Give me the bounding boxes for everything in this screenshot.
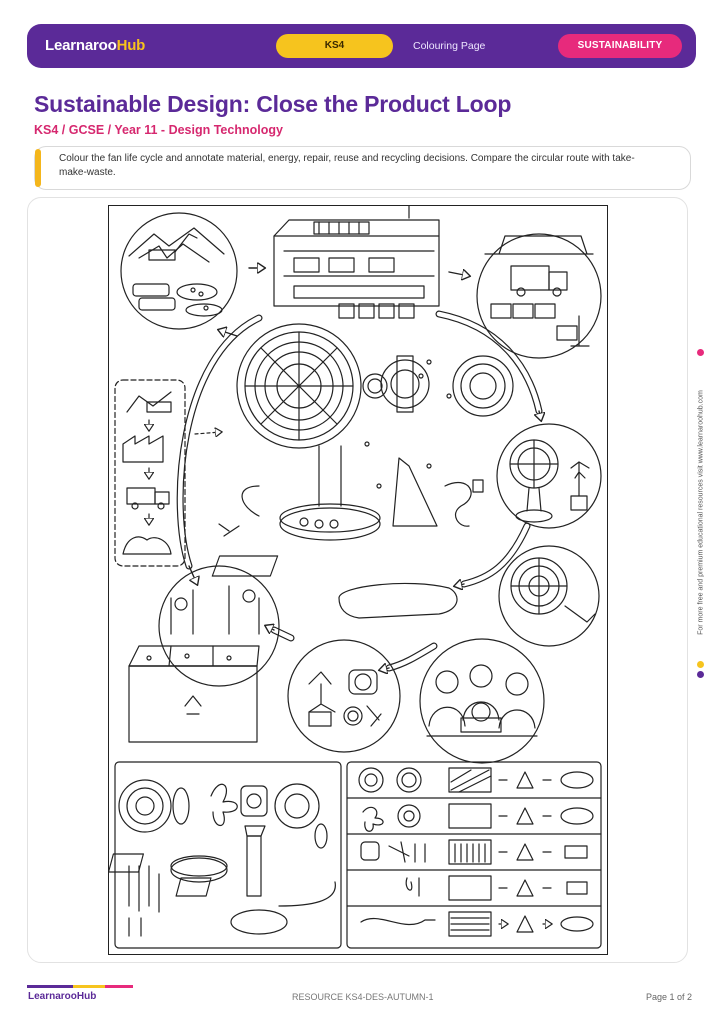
- side-dot-purple: [697, 671, 704, 678]
- side-dot-yellow: [697, 661, 704, 668]
- reuse-scene: [419, 638, 545, 764]
- key-stage-badge: KS4: [276, 34, 393, 58]
- side-dot-pink: [697, 349, 704, 356]
- repair-scene: [498, 545, 600, 647]
- disassembly-scene: [287, 639, 401, 753]
- header-banner: LearnarooHub KS4 Colouring Page SUSTAINA…: [27, 24, 696, 68]
- footer-resource-id: RESOURCE KS4-DES-AUTUMN-1: [292, 992, 434, 1002]
- instructions-box: Colour the fan life cycle and annotate m…: [34, 146, 691, 190]
- factory-scene: [273, 197, 440, 319]
- side-note: For more free and premium educational re…: [690, 349, 712, 679]
- footer-page-number: Page 1 of 2: [646, 992, 693, 1002]
- transport-scene: [476, 233, 602, 359]
- life-cycle-loop: [176, 268, 541, 670]
- footer-line-purple: [27, 985, 73, 988]
- recycling-scene: [128, 565, 280, 743]
- material-route-table: [175, 761, 602, 949]
- exploded-fan: [211, 323, 514, 619]
- footer-brand: LearnarooHub: [28, 991, 97, 1002]
- linear-route-panel: [114, 379, 221, 567]
- instructions-accent-bar: [35, 149, 41, 187]
- side-note-text[interactable]: For more free and premium educational re…: [697, 390, 705, 635]
- page-type-label: Colouring Page: [413, 40, 486, 52]
- use-phase-scene: [496, 423, 602, 529]
- topic-badge: SUSTAINABILITY: [558, 34, 682, 58]
- footer-line-pink: [105, 985, 133, 988]
- brand-logo[interactable]: LearnarooHub: [45, 37, 145, 54]
- brand-main: Learnaroo: [45, 37, 117, 54]
- page-subtitle: KS4 / GCSE / Year 11 - Design Technology: [34, 123, 283, 137]
- content-frame: [27, 197, 688, 963]
- parts-tray: [107, 761, 342, 949]
- brand-accent: Hub: [116, 37, 146, 54]
- footer-line-yellow: [73, 985, 105, 988]
- raw-materials-scene: [120, 212, 238, 330]
- page-title: Sustainable Design: Close the Product Lo…: [34, 91, 512, 117]
- instructions-text: Colour the fan life cycle and annotate m…: [59, 153, 635, 178]
- colouring-illustration: [107, 197, 608, 955]
